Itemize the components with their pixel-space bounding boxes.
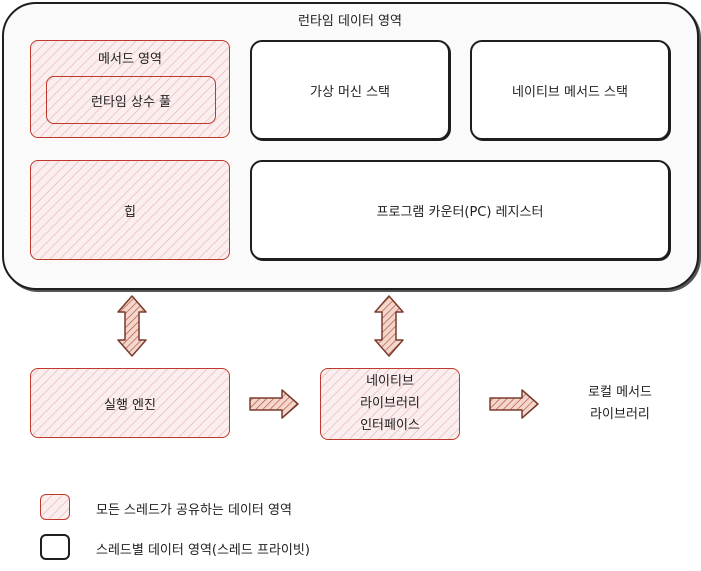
heap: 힙 (30, 160, 230, 260)
arrow-engine-to-interface (249, 389, 299, 419)
native-library-line2: 라이브러리 (590, 407, 650, 422)
jvm-stack: 가상 머신 스택 (250, 40, 450, 140)
native-interface-line2: 라이브러리 (360, 396, 420, 411)
native-library-line1: 로컬 메서드 (588, 385, 652, 400)
double-arrow-heap-engine (117, 295, 147, 357)
native-interface-line3: 인터페이스 (360, 418, 420, 433)
execution-engine: 실행 엔진 (30, 368, 230, 438)
legend-private-swatch (40, 534, 70, 560)
legend-shared-label: 모든 스레드가 공유하는 데이터 영역 (96, 503, 292, 518)
arrow-interface-to-library (489, 389, 539, 419)
legend-private-label: 스레드별 데이터 영역(스레드 프라이빗) (96, 543, 310, 558)
native-interface-line1: 네이티브 (366, 374, 414, 389)
runtime-constant-pool: 런타임 상수 풀 (46, 76, 216, 124)
double-arrow-pc-interface (374, 295, 404, 357)
method-area-label: 메서드 영역 (98, 52, 162, 67)
runtime-data-area-title: 런타임 데이터 영역 (298, 14, 402, 29)
legend-shared-swatch (40, 494, 70, 520)
native-library-interface: 네이티브 라이브러리 인터페이스 (320, 368, 460, 440)
native-method-stack: 네이티브 메서드 스택 (470, 40, 670, 140)
native-method-library: 로컬 메서드 라이브러리 (560, 382, 680, 426)
pc-register: 프로그램 카운터(PC) 레지스터 (250, 160, 670, 260)
